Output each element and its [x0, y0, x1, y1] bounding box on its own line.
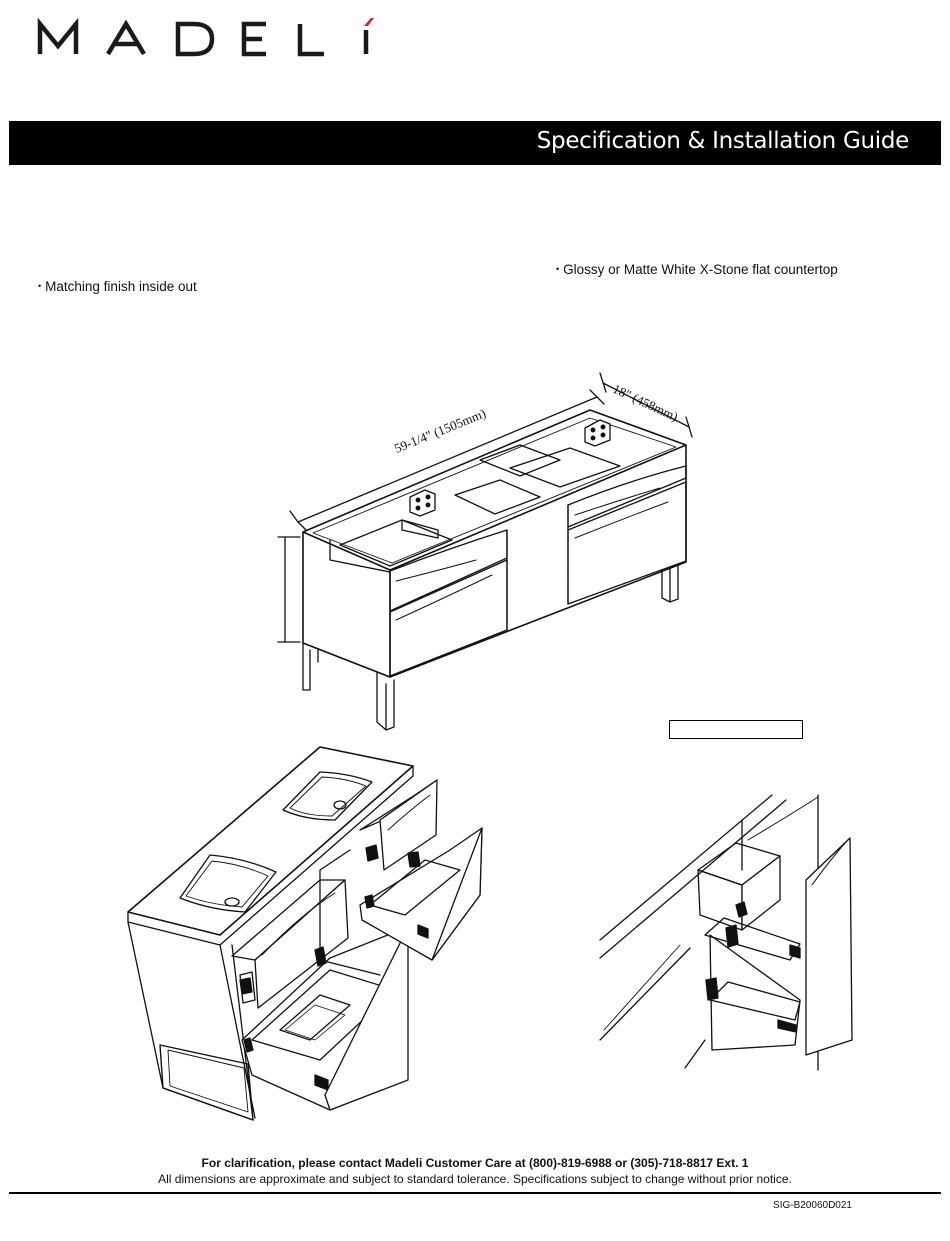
empty-label-box [669, 720, 803, 739]
page-title: Specification & Installation Guide [536, 128, 910, 154]
feature-text: Matching finish inside out [45, 279, 197, 294]
feature-item-countertop: •Glossy or Matte White X-Stone flat coun… [556, 262, 838, 277]
bullet-icon: • [556, 264, 560, 274]
title-banner: Specification & Installation Guide [9, 121, 941, 165]
footer-divider [9, 1192, 941, 1194]
document-code: SIG-B20060D021 [773, 1200, 852, 1211]
madeli-logo [37, 18, 374, 57]
disclaimer-text: All dimensions are approximate and subje… [158, 1172, 792, 1186]
bullet-icon: • [38, 281, 42, 291]
vanity-open-drawers-drawing [127, 746, 483, 1121]
drawer-detail-drawing [599, 794, 853, 1071]
feature-item-finish: •Matching finish inside out [38, 279, 197, 294]
feature-text: Glossy or Matte White X-Stone flat count… [563, 262, 838, 277]
contact-text: For clarification, please contact Madeli… [201, 1156, 749, 1170]
vanity-dimension-drawing [277, 372, 693, 731]
